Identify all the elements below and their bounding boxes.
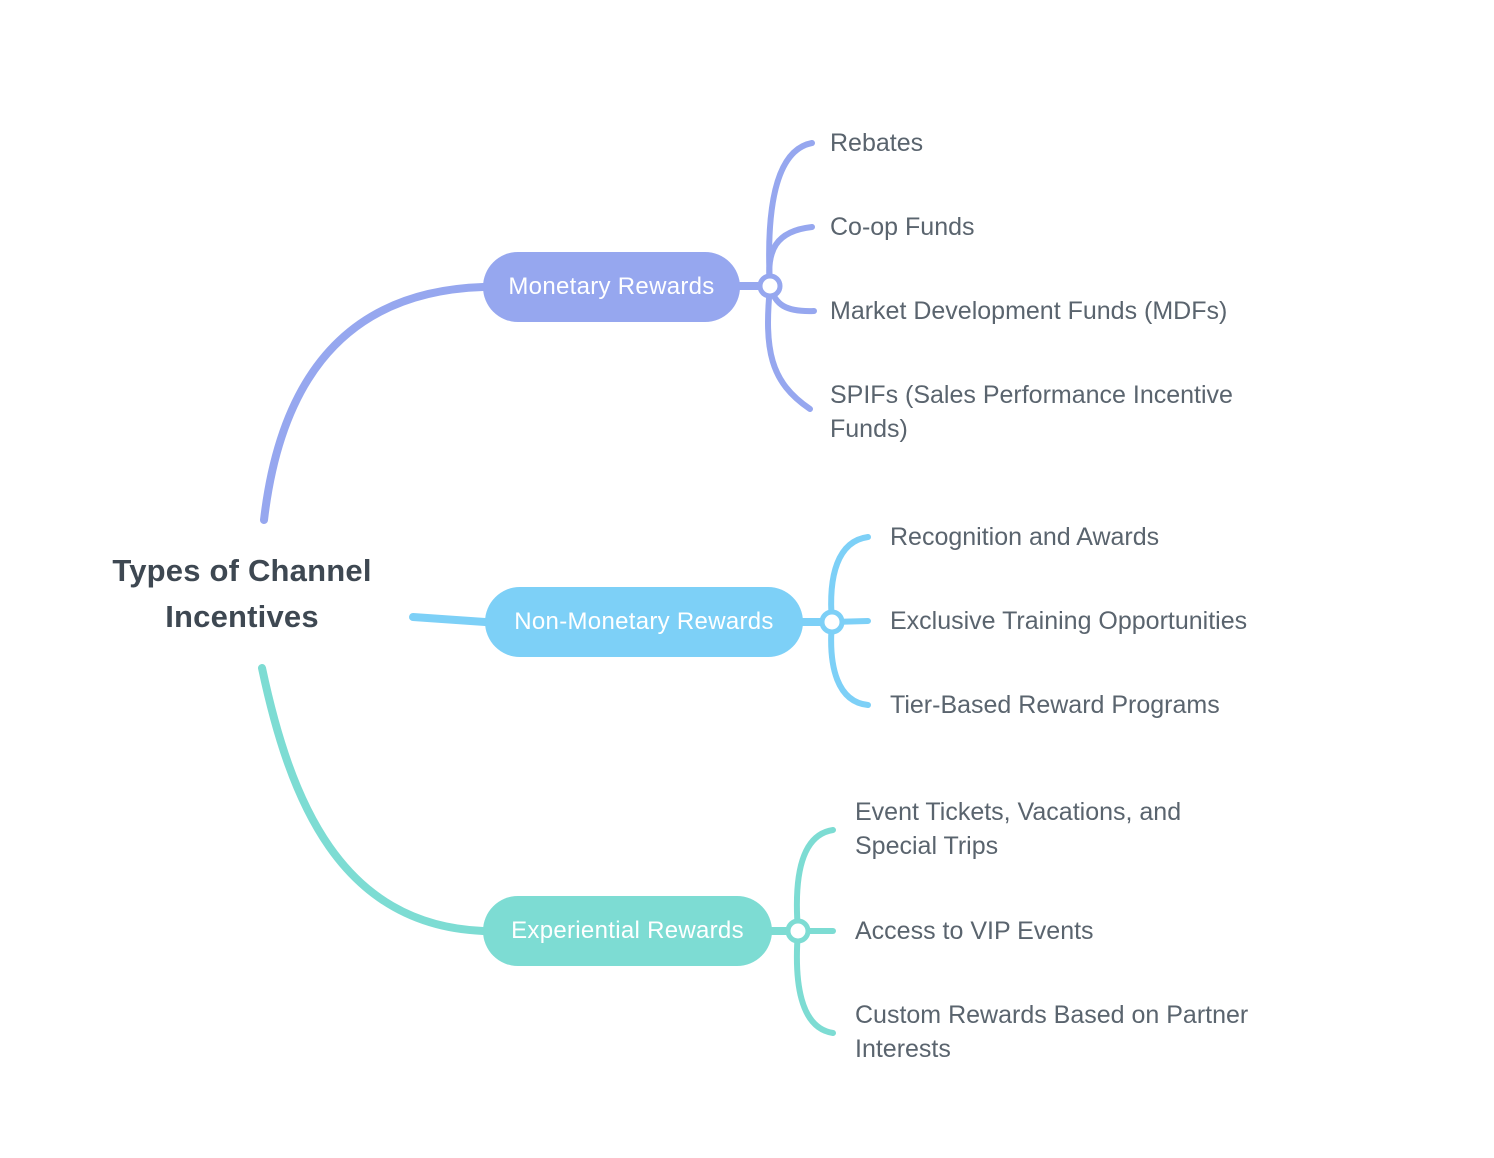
branch-node-non-monetary-rewards[interactable]: Non-Monetary Rewards [485,587,803,657]
branch-label: Monetary Rewards [508,273,715,300]
branch-label: Non-Monetary Rewards [514,608,774,635]
leaf-node-recognition-and-awards[interactable]: Recognition and Awards [890,523,1160,551]
leaf-node-market-development-funds[interactable]: Market Development Funds (MDFs) [830,297,1228,325]
leaf-node-tier-based-reward-programs[interactable]: Tier-Based Reward Programs [890,691,1220,719]
branch-node-experiential-rewards[interactable]: Experiential Rewards [483,896,772,966]
leaf-node-exclusive-training-opportunities[interactable]: Exclusive Training Opportunities [890,607,1248,635]
branch-node-monetary-rewards[interactable]: Monetary Rewards [483,252,740,322]
monetary-junction-ring [757,273,783,299]
leaf-node-rebates[interactable]: Rebates [830,129,924,157]
leaf-node-event-tickets-vacations[interactable]: Event Tickets, Vacations, and Special Tr… [855,798,1182,860]
experiential-junction-ring [785,918,811,944]
root-node-title[interactable]: Types of Channel Incentives [112,553,372,634]
leaf-node-custom-rewards[interactable]: Custom Rewards Based on Partner Interest… [855,1001,1249,1063]
monetary-branch-connectors [260,140,817,524]
leaf-node-access-to-vip-events[interactable]: Access to VIP Events [855,917,1094,945]
branch-label: Experiential Rewards [511,917,744,944]
experiential-branch-connectors [258,664,836,1036]
non-monetary-junction-ring [819,609,845,635]
leaf-node-co-op-funds[interactable]: Co-op Funds [830,213,975,241]
leaf-node-spifs[interactable]: SPIFs (Sales Performance Incentive Funds… [830,381,1233,443]
